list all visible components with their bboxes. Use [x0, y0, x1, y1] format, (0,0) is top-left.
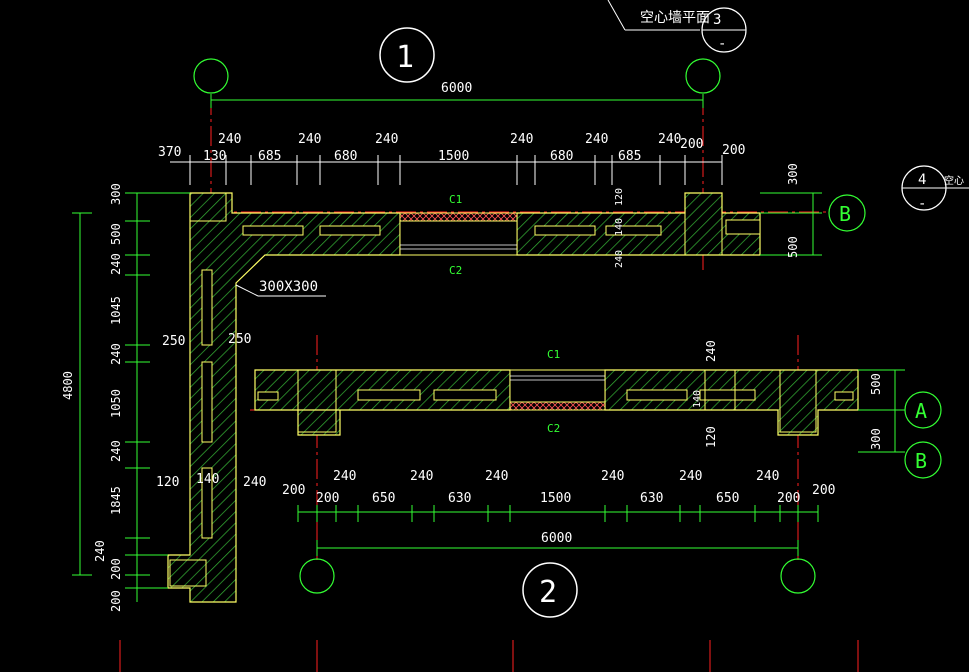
dimension-value: 200: [812, 483, 835, 498]
title-block: 空心墙平面 3 -: [607, 0, 747, 53]
left-dimension-text: 4800 300 500 240 1045 240 1050 240 1845 …: [61, 183, 123, 612]
bottom-wall-right-hatch: [604, 369, 859, 436]
dimension-value: 200: [722, 143, 745, 158]
dimension-value: 685: [258, 149, 281, 164]
top-wall-right-hatch: [516, 192, 761, 256]
bottom-window-opening: [509, 369, 606, 403]
dimension-value: 630: [448, 491, 471, 506]
dimension-value: 630: [640, 491, 663, 506]
bottom-window-c2: [509, 401, 606, 411]
dimension-value: 1045: [109, 296, 123, 325]
left-overall-dim: 4800: [61, 371, 75, 400]
dimension-value: 680: [550, 149, 573, 164]
top-c2-label: C2: [449, 264, 462, 277]
dimension-value: 240: [298, 132, 321, 147]
dimension-value: 120: [704, 426, 718, 448]
dimension-value: 250: [162, 334, 185, 349]
title-label: 空心墙平面: [640, 10, 710, 26]
dimension-value: 140: [692, 390, 703, 408]
grid-circle-bottom-left: [299, 558, 335, 594]
dimension-value: 650: [716, 491, 739, 506]
dimension-value: 200: [777, 491, 800, 506]
dimension-value: 130: [203, 149, 226, 164]
dimension-lines: [72, 94, 905, 602]
dimension-value: 240: [109, 440, 123, 462]
dimension-value: 140: [196, 472, 219, 487]
grid-circle-bottom-right: [780, 558, 816, 594]
wall-plan: [167, 192, 859, 603]
dimension-value: 240: [485, 469, 508, 484]
dimension-value: 200: [680, 137, 703, 152]
corner-label: 300X300: [259, 279, 318, 295]
dimension-value: 240: [510, 132, 533, 147]
dimension-value: 240: [585, 132, 608, 147]
grid-circle-top-right: [685, 58, 721, 94]
right-dimension-text: 300 500 500 300: [786, 163, 883, 450]
bottom-wall-left-hatch: [254, 369, 511, 436]
dimension-value: 300: [869, 428, 883, 450]
dimension-value: 240: [93, 540, 107, 562]
dimension-value: 1500: [540, 491, 571, 506]
top-c1-label: C1: [449, 193, 462, 206]
dimension-value: 240: [410, 469, 433, 484]
dimension-value: 300: [786, 163, 800, 185]
dimension-value: 120: [614, 188, 625, 206]
dimension-value: 240: [614, 250, 625, 268]
dimension-value: 240: [109, 253, 123, 275]
dimension-value: 240: [658, 132, 681, 147]
title-sub: -: [718, 36, 726, 52]
dimension-value: 685: [618, 149, 641, 164]
left-wall-hatch: [167, 192, 401, 603]
bottom-c2-label: C2: [547, 422, 560, 435]
dimension-value: 240: [756, 469, 779, 484]
dimension-value: 1050: [109, 389, 123, 418]
side-ref-number: 4: [918, 172, 926, 188]
dimension-value: 120: [156, 475, 179, 490]
dimension-value: 240: [333, 469, 356, 484]
top-window-opening: [399, 220, 518, 256]
side-reference: 4 - 空心: [901, 165, 969, 212]
top-window-c1: [399, 212, 518, 222]
dimension-value: 200: [109, 590, 123, 612]
top-overall-dim: 6000: [441, 81, 472, 96]
grid-B-top-label: B: [839, 202, 851, 226]
title-number: 3: [713, 12, 721, 28]
dimension-value: 300: [109, 183, 123, 205]
dimension-value: 200: [109, 558, 123, 580]
dimension-value: 140: [614, 218, 625, 236]
dimension-value: 240: [375, 132, 398, 147]
dimension-value: 200: [316, 491, 339, 506]
grid-A-label: A: [915, 399, 927, 423]
bottom-dimension-text: 240 240 240 240 240 240 200 200 650 630 …: [282, 469, 835, 546]
dimension-value: 650: [372, 491, 395, 506]
dimension-value: 680: [334, 149, 357, 164]
dimension-value: 500: [786, 236, 800, 258]
side-ref-sub: -: [918, 196, 926, 212]
dimension-value: 1845: [109, 486, 123, 515]
side-ref-label: 空心: [944, 174, 964, 187]
dimension-value: 240: [601, 469, 624, 484]
dimension-value: 240: [218, 132, 241, 147]
dimension-value: 370: [158, 145, 181, 160]
top-dimension-text: 6000 240 240 240 240 240 240 200 370 130…: [158, 81, 745, 164]
dimension-value: 1500: [438, 149, 469, 164]
dimension-value: 200: [282, 483, 305, 498]
grid-bubbles: 1 2 B A B: [193, 27, 942, 618]
bottom-overall-dim: 6000: [541, 531, 572, 546]
grid-1-label: 1: [396, 40, 414, 75]
grid-B-bottom-label: B: [915, 449, 927, 473]
bottom-c1-label: C1: [547, 348, 560, 361]
dimension-value: 500: [869, 373, 883, 395]
dimension-value: 250: [228, 332, 251, 347]
dimension-value: 240: [679, 469, 702, 484]
dimension-value: 240: [704, 340, 718, 362]
annotation-labels: 300X300 C1 C2 C1 C2 250 250 120 140 240 …: [156, 188, 718, 490]
dimension-value: 240: [243, 475, 266, 490]
grid-2-label: 2: [539, 575, 557, 610]
dimension-value: 500: [109, 223, 123, 245]
dimension-value: 240: [109, 343, 123, 365]
grid-circle-top-left: [193, 58, 229, 94]
